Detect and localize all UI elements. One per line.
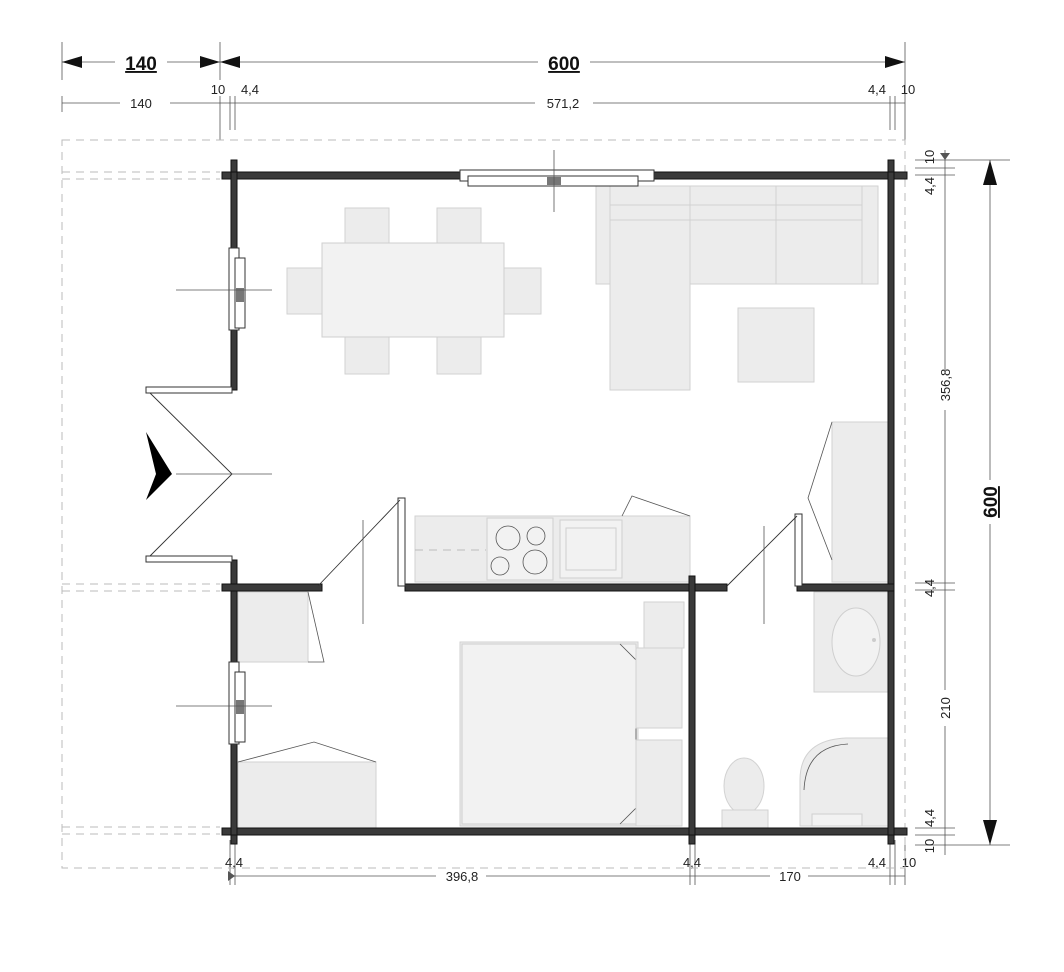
window-left-bottom	[176, 661, 272, 745]
dim-right-600: 600	[981, 486, 1002, 518]
bedroom-cabinet	[237, 591, 325, 663]
sofa	[595, 185, 879, 391]
entrance-double-door	[145, 386, 272, 563]
dim-10: 10	[901, 82, 915, 97]
arrow-right-icon	[885, 56, 905, 68]
dim-140: 140	[130, 96, 152, 111]
dim-396-8: 396,8	[446, 869, 479, 884]
bathroom-fixtures	[721, 591, 891, 829]
arrow-right-icon	[200, 56, 220, 68]
bedroom-wardrobe	[237, 741, 377, 829]
dim-4-4: 4,4	[922, 177, 937, 195]
arrow-left-icon	[220, 56, 240, 68]
arrow-left-icon	[62, 56, 82, 68]
dim-4-4: 4,4	[922, 809, 937, 827]
window-top	[459, 150, 655, 212]
terrace-outline	[61, 139, 906, 869]
dim-356-8: 356,8	[938, 369, 953, 402]
dim-top-600: 600	[548, 54, 580, 75]
dim-10: 10	[922, 150, 937, 164]
kitchen-counter	[414, 495, 691, 583]
coffee-table	[737, 307, 815, 383]
door-bathroom	[726, 513, 803, 624]
dim-10: 10	[211, 82, 225, 97]
dim-top-140: 140	[125, 54, 157, 75]
double-bed	[459, 601, 685, 827]
arrow-down-icon	[983, 820, 997, 845]
door-bedroom	[317, 497, 406, 624]
dim-210: 210	[938, 697, 953, 719]
window-left-top	[176, 247, 272, 331]
bottom-dimensions: 4,4 396,8 4,4 170 4,4 10	[225, 840, 916, 885]
dim-4-4: 4,4	[868, 855, 886, 870]
dim-4-4: 4,4	[868, 82, 886, 97]
dim-4-4: 4,4	[225, 855, 243, 870]
entrance-arrow-icon	[146, 432, 172, 500]
right-dimensions: 600 10 4,4 356,8 4,4 210 4,4 10	[915, 150, 1010, 855]
dim-170: 170	[779, 869, 801, 884]
dim-571-2: 571,2	[547, 96, 580, 111]
top-dimensions: 140 600 140 10 4,4 571,2 4,4 10	[61, 42, 915, 140]
dim-4-4: 4,4	[683, 855, 701, 870]
tall-cabinet	[807, 421, 891, 583]
dim-4-4: 4,4	[922, 579, 937, 597]
dim-4-4: 4,4	[241, 82, 259, 97]
arrow-up-icon	[983, 160, 997, 185]
dining-set	[286, 207, 542, 375]
dim-10: 10	[922, 839, 937, 853]
